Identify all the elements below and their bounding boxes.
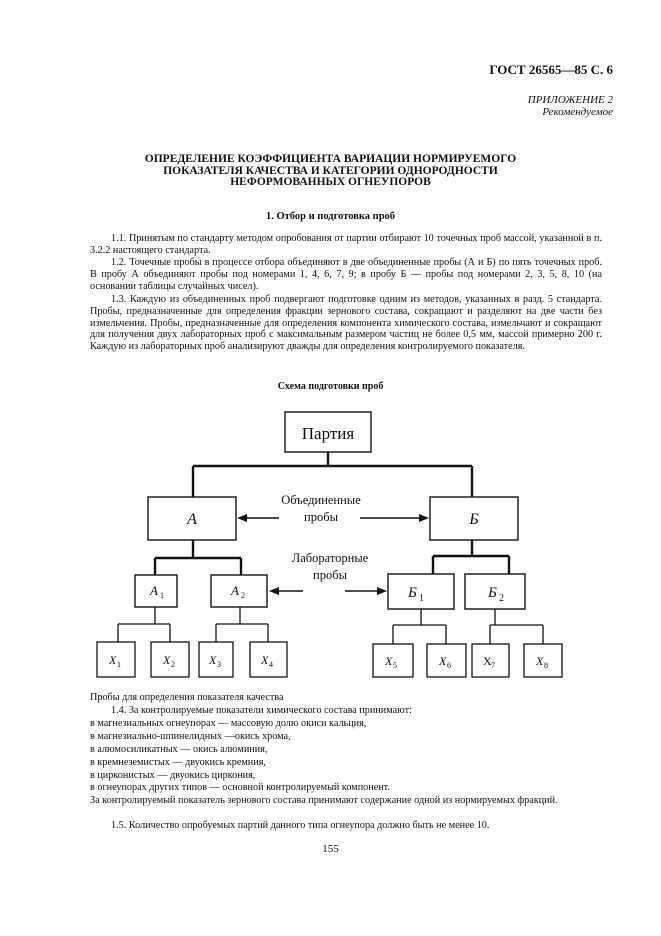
label-X8-sub: 8 (544, 661, 548, 670)
title-line-3: НЕФОРМОВАННЫХ ОГНЕУПОРОВ (230, 176, 431, 188)
appendix-title: ОПРЕДЕЛЕНИЕ КОЭФФИЦИЕНТА ВАРИАЦИИ НОРМИР… (0, 153, 661, 189)
box-A2 (210, 574, 268, 608)
label-X1: X (108, 653, 117, 667)
label-X5-sub: 5 (393, 661, 397, 670)
appendix-status: Рекомендуемое (542, 106, 613, 118)
paragraph-1-2: 1.2. Точечные пробы в процессе отбора об… (90, 257, 602, 292)
paragraph-1-4: 1.4. За контролируемые показатели химиче… (111, 705, 412, 716)
title-line-1: ОПРЕДЕЛЕНИЕ КОЭФФИЦИЕНТА ВАРИАЦИИ НОРМИР… (144, 153, 517, 165)
label-A2: А (230, 583, 239, 598)
label-X7-sub: 7 (491, 661, 495, 670)
section-heading: 1. Отбор и подготовка проб (265, 211, 396, 222)
box-X4 (249, 641, 288, 678)
page-number: 155 (322, 843, 339, 855)
box-X2 (150, 641, 190, 678)
appendix-label: ПРИЛОЖЕНИЕ 2 Рекомендуемое (528, 94, 613, 118)
label-A: А (186, 511, 197, 528)
label-B: Б (468, 511, 479, 528)
label-X2-sub: 2 (171, 660, 175, 669)
label-lab-1: Лабораторные (292, 551, 369, 565)
box-X1 (96, 641, 136, 678)
label-B2-sub: 2 (499, 593, 504, 604)
list-item: в кремнеземистых — двуокись кремния, (90, 757, 266, 768)
label-B1: Б (407, 585, 417, 601)
label-B1-sub: 1 (419, 593, 424, 604)
label-X4-sub: 4 (269, 660, 273, 669)
box-X5 (372, 643, 414, 678)
paragraph-1-1: 1.1. Принятым по стандарту методом опроб… (90, 233, 602, 256)
title-line-2: ПОКАЗАТЕЛЯ КАЧЕСТВА И КАТЕГОРИИ ОДНОРОДН… (163, 164, 498, 177)
box-X6 (426, 643, 467, 678)
scheme-title: Схема подготовки проб (277, 381, 384, 392)
label-X4: X (260, 653, 269, 667)
list-item: в алюмосиликатных — окись алюминия, (90, 744, 268, 755)
label-X6-sub: 6 (447, 661, 451, 670)
paragraph-1-3: 1.3. Каждую из объединенных проб подверг… (90, 294, 602, 353)
label-B2: Б (487, 585, 497, 601)
list-item: в цирконистых — двуокись циркония, (90, 770, 256, 781)
label-X2: X (162, 653, 171, 667)
list-item: в магнезиально-шпинелидных —окись хрома, (90, 731, 291, 742)
label-X5: X (384, 654, 393, 668)
label-lab-2: пробы (313, 568, 348, 582)
label-X6: X (438, 654, 447, 668)
box-A1 (134, 574, 178, 608)
label-X3-sub: 3 (217, 660, 221, 669)
quality-heading: Пробы для определения показателя качеств… (90, 692, 284, 703)
sample-preparation-diagram: Партия А Б Объединенные пробы Лабораторн… (96, 411, 563, 678)
box-B (429, 496, 519, 541)
box-X7 (471, 643, 510, 678)
label-A2-sub: 2 (241, 591, 245, 600)
box-X3 (198, 641, 234, 678)
label-A1-sub: 1 (160, 591, 164, 600)
label-partiya: Партия (302, 424, 355, 443)
label-combined-1: Объединенные (281, 493, 361, 507)
label-X7: X (483, 654, 492, 668)
list-item: в магнезиальных огнеупорах — массовую до… (90, 718, 367, 729)
document-header: ГОСТ 26565—85 С. 6 (489, 62, 613, 77)
label-A1: А (149, 583, 158, 598)
label-X3: X (208, 653, 217, 667)
label-X1-sub: 1 (117, 660, 121, 669)
paragraph-1-5: 1.5. Количество опробуемых партий данног… (111, 820, 490, 831)
list-item: в огнеупорах других типов — основной кон… (90, 782, 390, 793)
label-X8: X (535, 654, 544, 668)
paragraph-1-4-grain: За контролируемый показатель зернового с… (90, 795, 558, 806)
box-X8 (523, 643, 563, 678)
label-combined-2: пробы (304, 510, 339, 524)
appendix-number: ПРИЛОЖЕНИЕ 2 (527, 94, 613, 106)
